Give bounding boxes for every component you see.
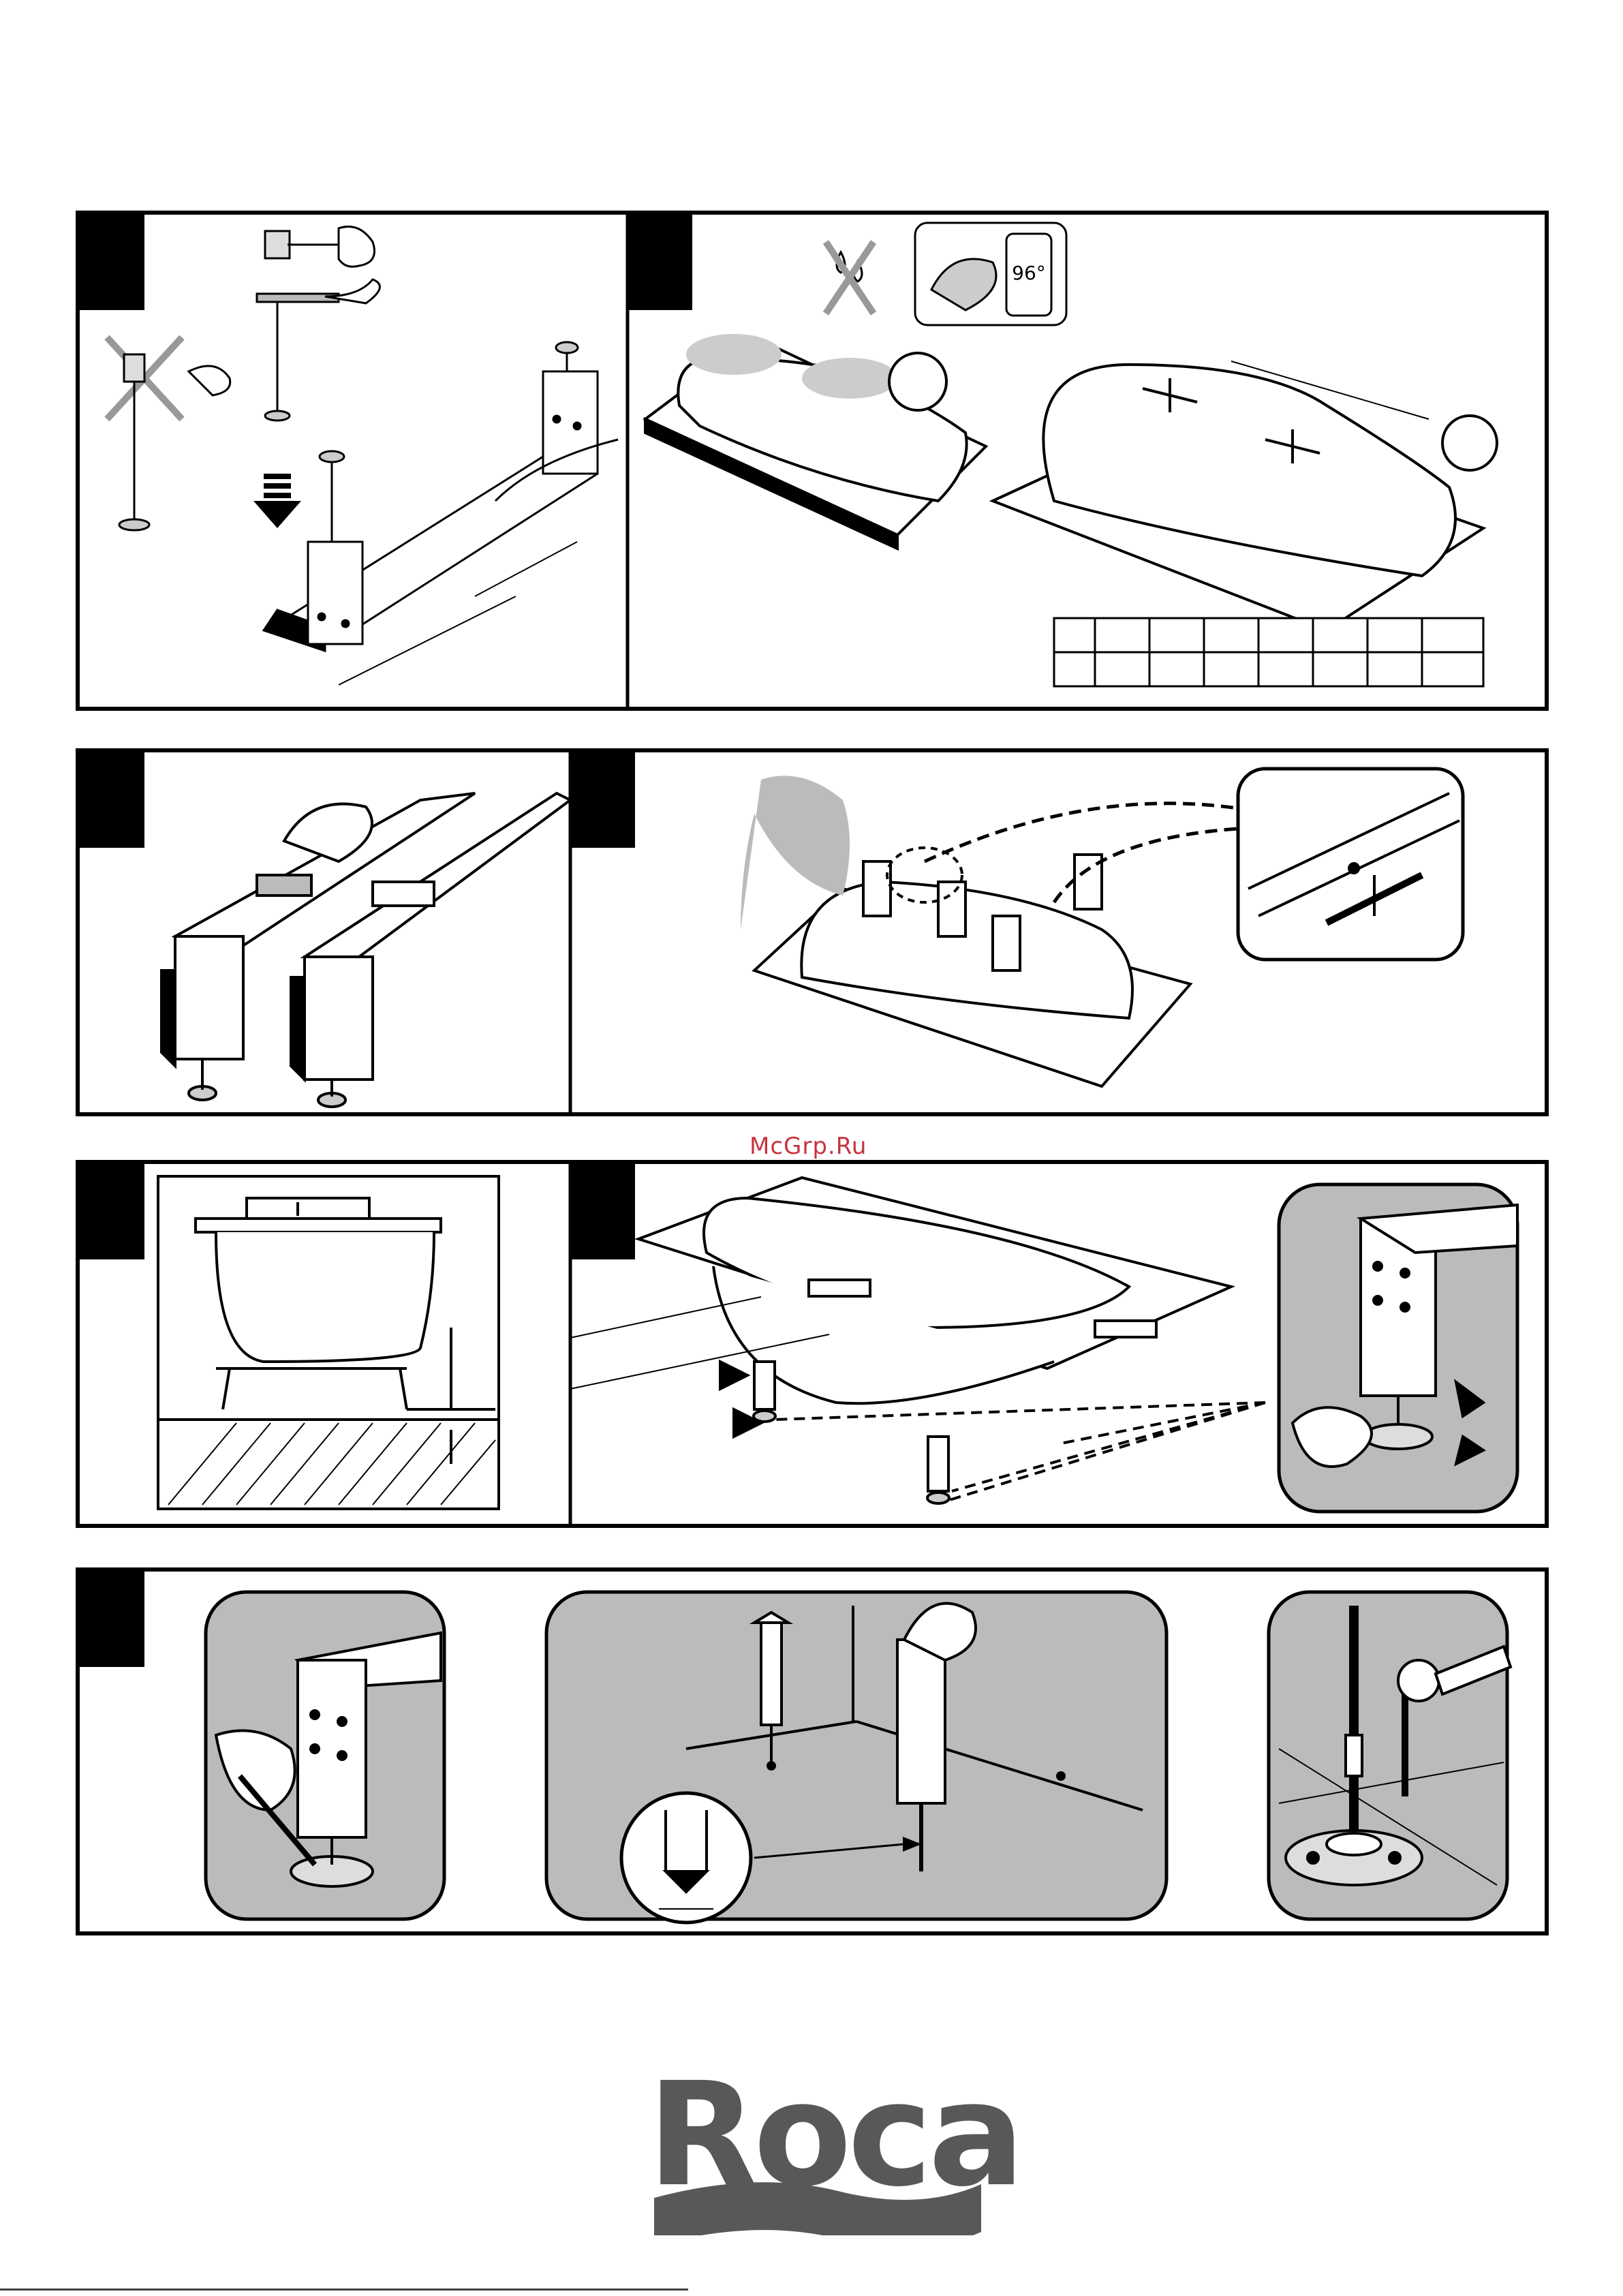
floor-drilling [546, 1592, 1166, 1923]
thermometer-label: 96° [1012, 262, 1046, 284]
legs-placement [741, 769, 1463, 1086]
step-row-4 [76, 1567, 1549, 1935]
bath-tub-left [645, 334, 986, 549]
step-row-1: 96° [76, 211, 1549, 711]
threaded-rod [257, 279, 380, 420]
leg-adhesive [161, 793, 570, 1107]
hammer-icon [265, 227, 375, 267]
row-1-illustration: 96° [80, 215, 1545, 707]
dimension-table [1054, 618, 1483, 686]
water-drop-icon [826, 242, 874, 313]
brand-wave [647, 2079, 988, 2235]
brand-logo: Roca [647, 2079, 988, 2235]
bath-tub-right [993, 361, 1497, 630]
height-adjustment [570, 1178, 1517, 1512]
step-row-3 [76, 1160, 1549, 1528]
arrow-down-icon [253, 474, 301, 528]
leg-frame [264, 342, 618, 685]
level-tool-icon [247, 1198, 369, 1220]
leveling-section [158, 1176, 499, 1509]
step-row-2 [76, 748, 1549, 1116]
row-3-illustration [80, 1164, 1545, 1524]
leg-locking [206, 1592, 444, 1919]
page-bottom-rule [0, 2289, 688, 2291]
watermark: McGrp.Ru [749, 1133, 867, 1160]
floor-fixing [1269, 1592, 1511, 1919]
thermometer-bottle: 96° [915, 223, 1066, 325]
row-2-illustration [80, 752, 1545, 1112]
row-4-illustration [80, 1572, 1545, 1931]
